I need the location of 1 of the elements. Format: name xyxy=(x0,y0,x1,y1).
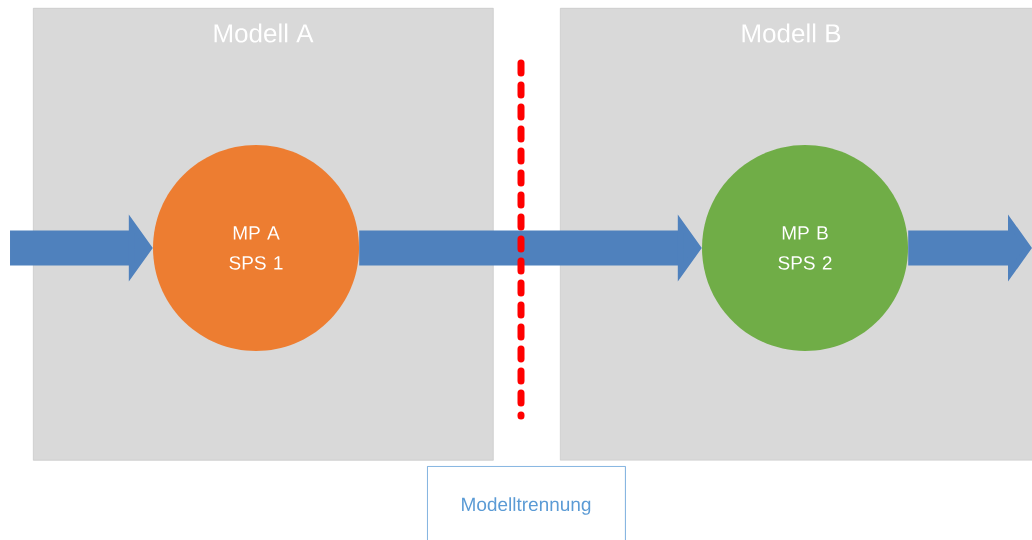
note-box: Modelltrennung xyxy=(427,466,626,540)
